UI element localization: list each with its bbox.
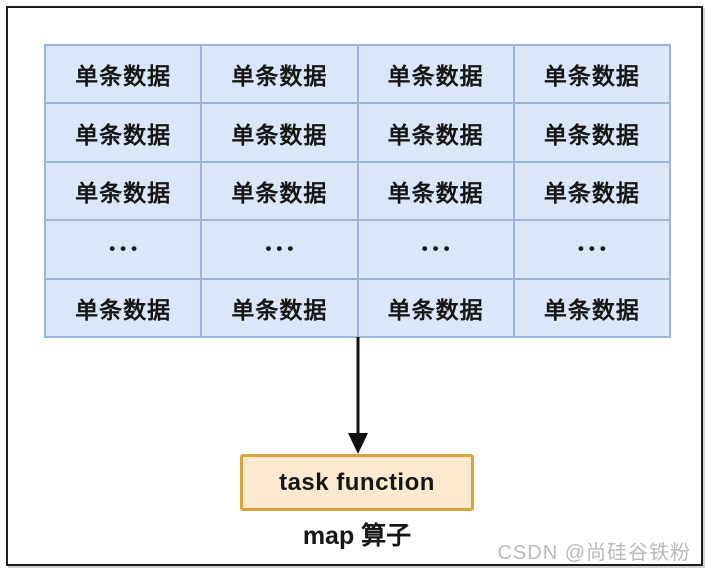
- grid-cell: 单条数据: [202, 104, 357, 161]
- grid-cell: 单条数据: [358, 46, 513, 103]
- grid-cell: 单条数据: [202, 279, 357, 336]
- grid-cell: 单条数据: [358, 162, 513, 220]
- grid-cell: 单条数据: [514, 104, 669, 161]
- data-grid: 单条数据 单条数据 单条数据 单条数据 单条数据 单条数据 单条数据 单条数据 …: [44, 44, 671, 338]
- grid-cell: 单条数据: [514, 46, 669, 103]
- grid-cell: 单条数据: [358, 279, 513, 336]
- grid-cell: 单条数据: [46, 279, 201, 336]
- grid-cell: 单条数据: [46, 162, 201, 220]
- map-operator-caption: map 算子: [302, 522, 412, 550]
- grid-cell: 单条数据: [202, 46, 357, 103]
- grid-cell-ellipsis: •••: [202, 221, 357, 278]
- watermark: CSDN @尚硅谷铁粉: [497, 542, 691, 564]
- grid-cell: 单条数据: [358, 104, 513, 161]
- grid-cell-ellipsis: •••: [514, 221, 669, 278]
- grid-cell: 单条数据: [514, 279, 669, 336]
- grid-cell: 单条数据: [202, 162, 357, 220]
- grid-cell: 单条数据: [46, 46, 201, 103]
- grid-cell-ellipsis: •••: [358, 221, 513, 278]
- grid-cell: 单条数据: [514, 162, 669, 220]
- grid-cell: 单条数据: [46, 104, 201, 161]
- task-function-label: task function: [279, 468, 435, 496]
- grid-cell-ellipsis: •••: [46, 221, 201, 278]
- task-function-box: task function: [240, 454, 474, 511]
- down-arrow-icon: [348, 337, 368, 454]
